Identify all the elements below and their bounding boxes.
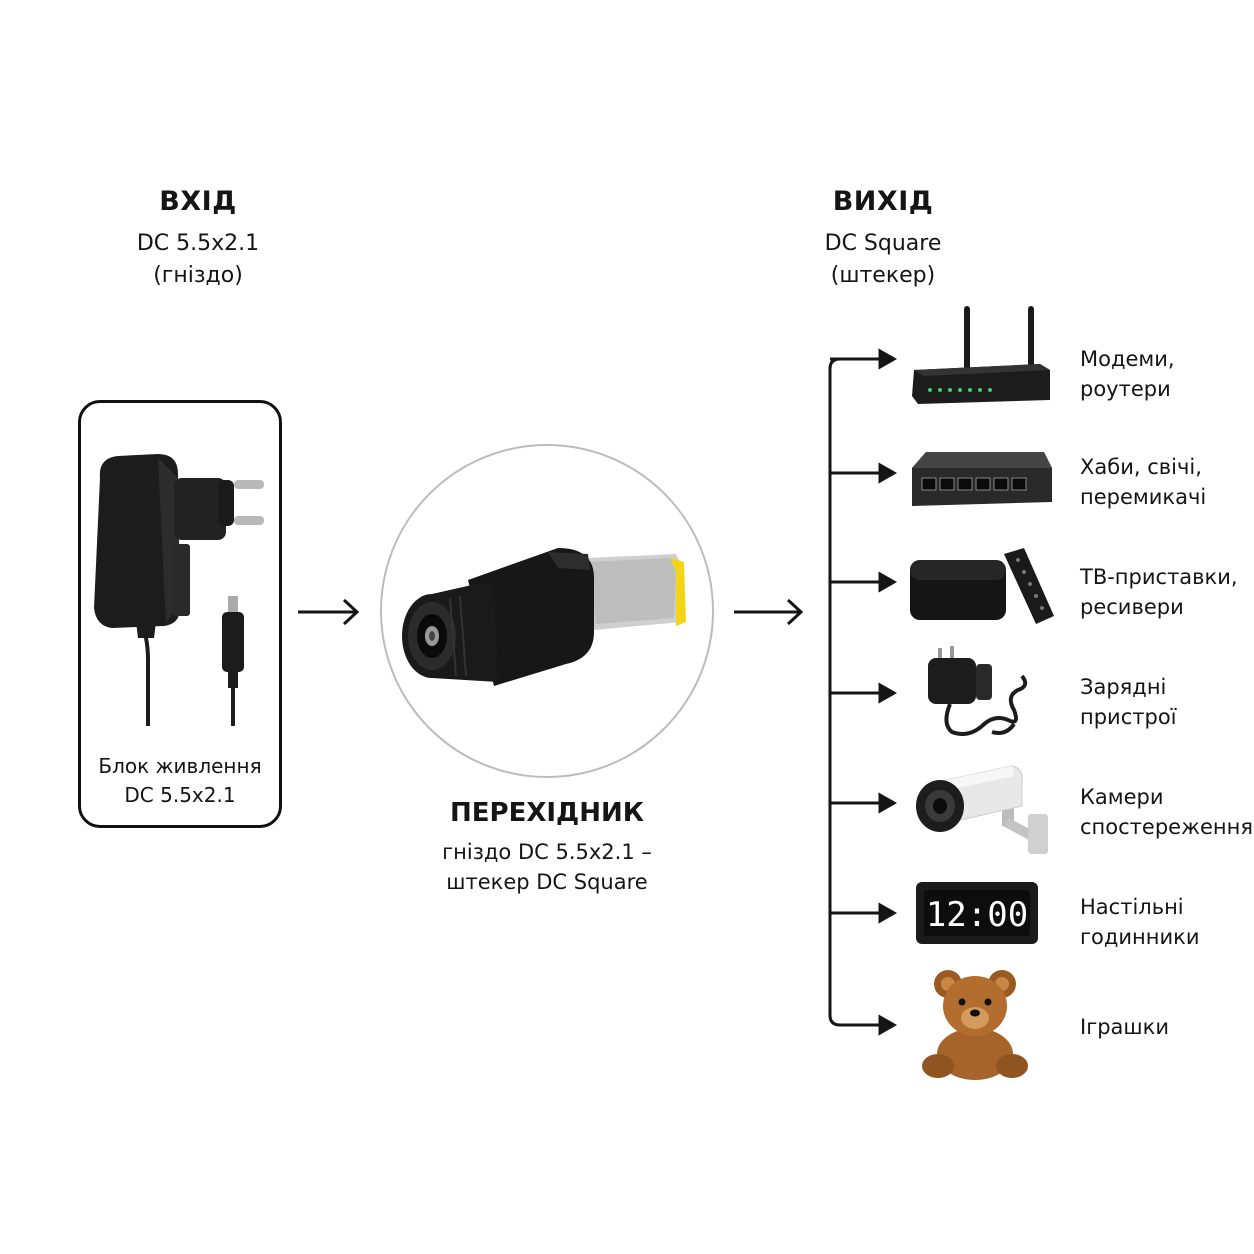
- clock-display: 12:00: [926, 895, 1028, 935]
- device-label-clocks-line2: годинники: [1080, 925, 1200, 949]
- security-camera-icon: [916, 765, 1048, 854]
- distribution-bracket: [828, 348, 898, 1036]
- output-connector-gender: (штекер): [830, 263, 936, 288]
- adapter-description-line2: штекер DC Square: [446, 870, 648, 894]
- device-label-cameras-line2: спостереження: [1080, 815, 1254, 839]
- output-connector-type: DC Square: [824, 231, 942, 256]
- desk-clock-icon: 12:00: [916, 882, 1038, 944]
- arrow-right-icon: [298, 598, 360, 626]
- dc-adapter-icon: [402, 548, 686, 686]
- device-label-routers: Модеми,: [1080, 347, 1175, 371]
- adapter-title: ПЕРЕХІДНИК: [450, 798, 644, 828]
- device-label-chargers: Зарядні: [1080, 675, 1167, 699]
- teddy-bear-icon: [922, 970, 1028, 1080]
- charger-icon: [928, 646, 1028, 736]
- device-label-tv-boxes-line2: ресивери: [1080, 595, 1184, 619]
- device-label-switches: Хаби, свічі,: [1080, 455, 1202, 479]
- device-label-toys: Іграшки: [1080, 1015, 1169, 1039]
- arrow-right-icon: [734, 598, 804, 626]
- input-heading: ВХІД: [159, 186, 237, 217]
- power-supply-caption: Блок живлення: [98, 754, 262, 778]
- router-icon: [912, 306, 1050, 404]
- network-switch-icon: [912, 452, 1052, 506]
- tv-box-icon: [910, 548, 1054, 624]
- power-supply-connector: DC 5.5x2.1: [124, 783, 236, 807]
- device-label-chargers-line2: пристрої: [1080, 705, 1177, 729]
- power-supply-icon: [94, 454, 264, 726]
- output-heading: ВИХІД: [832, 186, 934, 217]
- input-connector-gender: (гніздо): [153, 263, 243, 288]
- device-label-tv-boxes: ТВ-приставки,: [1080, 565, 1238, 589]
- device-label-clocks: Настільні: [1080, 895, 1184, 919]
- device-label-switches-line2: перемикачі: [1080, 485, 1207, 509]
- adapter-description-line1: гніздо DC 5.5x2.1 –: [442, 840, 652, 864]
- input-connector-type: DC 5.5x2.1: [136, 231, 260, 256]
- device-label-routers-line2: роутери: [1080, 377, 1171, 401]
- device-label-cameras: Камери: [1080, 785, 1164, 809]
